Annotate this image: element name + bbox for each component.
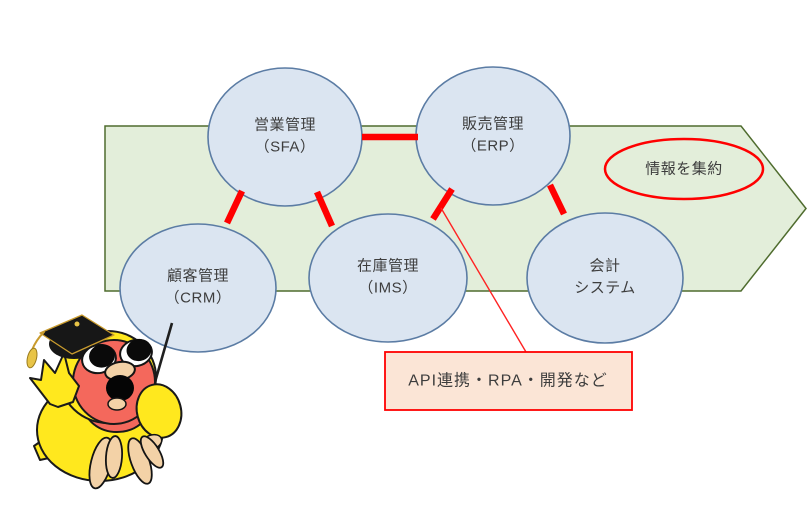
system-nodes <box>119 66 684 353</box>
graduation-cap-tassel <box>26 347 38 369</box>
connector-erp-ims <box>430 187 455 221</box>
bird-right-pupil <box>126 338 152 362</box>
node-label-crm: 顧客管理 （CRM） <box>165 266 232 309</box>
graduation-cap-button <box>74 321 80 327</box>
node-label-accounting-line2: システム <box>574 279 636 296</box>
connector-sfa-ims <box>314 190 335 228</box>
bird-right-wing <box>135 383 183 439</box>
node-label-accounting-line1: 会計 <box>589 257 621 275</box>
graduation-cap-tassel-cord <box>31 331 45 351</box>
connector-sfa-crm <box>224 189 245 225</box>
node-ims-circle <box>308 213 468 343</box>
info-highlight-ellipse <box>603 137 765 201</box>
bird-graduate-mascot-icon <box>26 314 183 490</box>
bird-right-toe <box>139 435 165 469</box>
node-label-crm-line1: 顧客管理 <box>166 267 230 285</box>
node-label-sfa-line2: （SFA） <box>254 138 316 155</box>
node-accounting-circle <box>526 212 684 344</box>
banner-highlight-label: 情報を集約 <box>645 160 723 178</box>
node-label-erp-line2: （ERP） <box>461 137 525 154</box>
bird-chin <box>107 397 127 411</box>
node-label-crm-line2: （CRM） <box>164 289 232 306</box>
callout-label: API連携・RPA・開発など <box>408 372 608 390</box>
node-crm-circle <box>119 223 277 353</box>
callout-box <box>384 351 633 411</box>
node-label-erp: 販売管理 （ERP） <box>461 114 524 157</box>
node-label-ims: 在庫管理 （IMS） <box>357 256 419 299</box>
bird-left-pupil <box>89 344 115 368</box>
connector-erp-accounting <box>547 183 567 216</box>
bird-left-toe <box>104 435 124 479</box>
node-label-sfa: 営業管理 （SFA） <box>254 115 316 158</box>
node-label-ims-line1: 在庫管理 <box>356 257 420 275</box>
bird-open-mouth <box>106 375 134 401</box>
node-label-sfa-line1: 営業管理 <box>253 116 317 134</box>
node-label-ims-line2: （IMS） <box>358 279 418 296</box>
callout-leader-line <box>440 207 527 353</box>
red-connectors <box>224 133 567 228</box>
graduation-cap-board <box>39 314 115 355</box>
node-label-accounting: 会計 システム <box>574 256 636 299</box>
node-label-erp-line1: 販売管理 <box>461 115 524 133</box>
